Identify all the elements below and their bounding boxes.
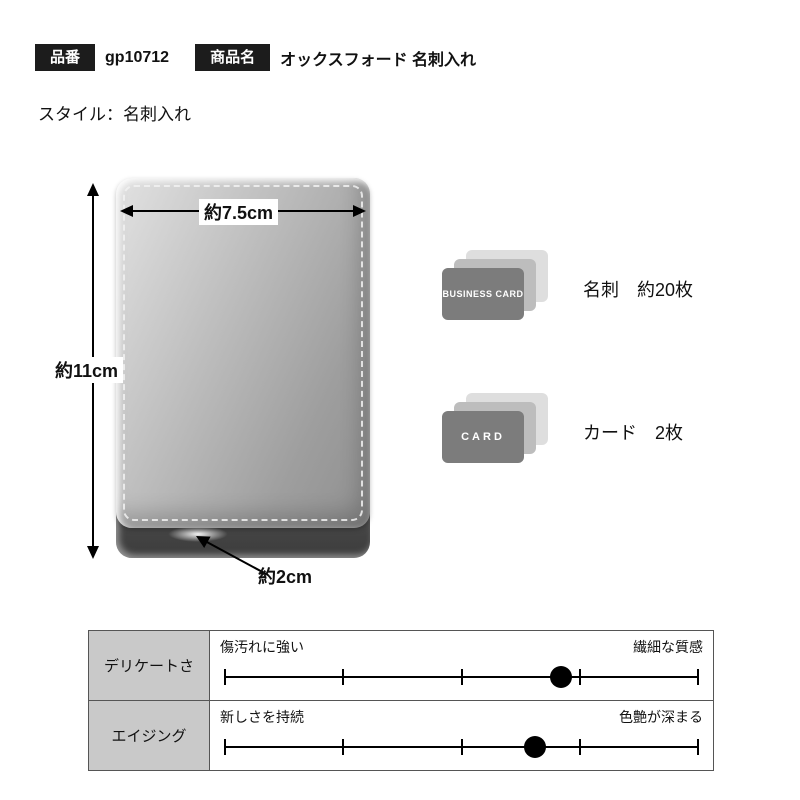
card-case-lid bbox=[116, 178, 370, 528]
spec-slider bbox=[224, 660, 699, 694]
slider-tick bbox=[697, 739, 699, 756]
slider-tick bbox=[224, 669, 226, 686]
spec-row-aging: エイジング 新しさを持続 色艶が深まる bbox=[89, 700, 713, 770]
slider-tick bbox=[578, 669, 581, 686]
slider-dot bbox=[523, 736, 546, 759]
product-header: 品番 gp10712 商品名 オックスフォード 名刺入れ bbox=[35, 44, 476, 71]
product-name-value: オックスフォード 名刺入れ bbox=[280, 51, 477, 69]
item-number-tag: 品番 bbox=[35, 44, 96, 71]
spec-row-body: 新しさを持続 色艶が深まる bbox=[210, 701, 713, 770]
business-card-front-icon: BUSINESS CARD bbox=[442, 268, 524, 320]
card-capacity-label: カード 2枚 bbox=[583, 423, 684, 443]
card-front-icon: CARD bbox=[442, 411, 524, 463]
slider-tick bbox=[342, 739, 345, 756]
slider-tick bbox=[342, 669, 345, 686]
spec-row-name: デリケートさ bbox=[89, 631, 210, 700]
spec-left-label: 傷汚れに強い bbox=[220, 639, 304, 655]
spec-right-label: 色艶が深まる bbox=[619, 709, 703, 725]
slider-tick bbox=[697, 669, 699, 686]
spec-row-body: 傷汚れに強い 繊細な質感 bbox=[210, 631, 713, 700]
spec-left-label: 新しさを持続 bbox=[220, 709, 304, 725]
spec-endpoints: 傷汚れに強い 繊細な質感 bbox=[220, 639, 703, 655]
spec-endpoints: 新しさを持続 色艶が深まる bbox=[220, 709, 703, 725]
height-dimension-label: 約11cm bbox=[50, 357, 124, 383]
depth-dimension-label: 約2cm bbox=[258, 567, 313, 587]
spec-slider bbox=[224, 730, 699, 764]
spec-row-delicacy: デリケートさ 傷汚れに強い 繊細な質感 bbox=[89, 631, 713, 700]
product-name-tag: 商品名 bbox=[195, 44, 271, 71]
slider-tick bbox=[460, 669, 463, 686]
style-line: スタイル：名刺入れ bbox=[38, 105, 191, 124]
slider-tick bbox=[578, 739, 581, 756]
slider-tick bbox=[224, 739, 226, 756]
business-card-capacity-label: 名刺 約20枚 bbox=[583, 280, 694, 300]
case-highlight bbox=[168, 526, 228, 542]
spec-table: デリケートさ 傷汚れに強い 繊細な質感 エイジング 新しさを持続 色艶が深まる bbox=[88, 630, 714, 771]
stitching bbox=[123, 185, 363, 521]
item-number-value: gp10712 bbox=[105, 48, 170, 66]
spec-right-label: 繊細な質感 bbox=[633, 639, 703, 655]
spec-row-name: エイジング bbox=[89, 701, 210, 770]
card-stack-icon: CARD bbox=[440, 393, 572, 467]
slider-dot bbox=[549, 666, 572, 689]
slider-tick bbox=[460, 739, 463, 756]
width-dimension-label: 約7.5cm bbox=[199, 199, 279, 225]
business-card-stack-icon: BUSINESS CARD bbox=[440, 250, 572, 324]
